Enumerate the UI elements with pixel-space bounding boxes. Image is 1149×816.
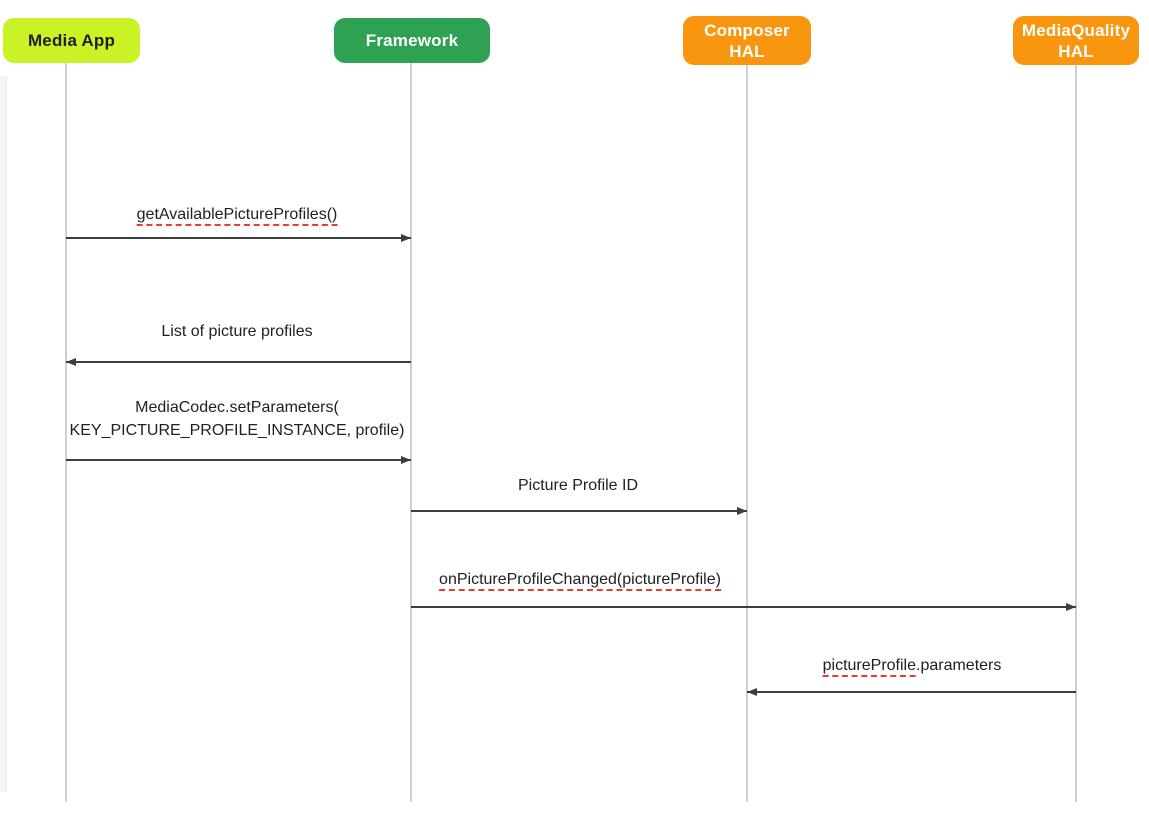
lifeline-composer-hal [746,65,748,802]
message-label-onpictureprofilechanged: onPictureProfileChanged(pictureProfile) [439,568,721,591]
lifeline-framework [410,63,412,802]
actor-framework-label: Framework [365,31,459,50]
lifeline-mediaquality-hal [1075,65,1077,802]
actor-composer-hal-label-line1: Composer [704,20,790,40]
message-label-mediacodec-setparameters: MediaCodec.setParameters( KEY_PICTURE_PR… [70,396,405,442]
message-text-line2: KEY_PICTURE_PROFILE_INSTANCE, profile) [69,422,405,439]
message-arrow-2 [66,361,411,363]
actor-composer-hal-label-line2: HAL [729,41,765,61]
actor-framework: Framework [334,18,490,63]
spellcheck-underlined-text: onPictureProfileChanged(pictureProfile) [439,571,721,591]
message-label-getavailablepictureprofiles: getAvailablePictureProfiles() [136,203,338,226]
message-label-list-of-picture-profiles: List of picture profiles [161,320,312,343]
actor-mediaquality-hal: MediaQuality HAL [1013,16,1139,65]
message-arrow-4 [411,510,747,512]
actor-mediaquality-hal-label-line2: HAL [1058,41,1094,61]
message-text: Picture Profile ID [517,477,639,494]
spellcheck-underlined-text: pictureProfile [822,657,916,677]
spellcheck-underlined-text: getAvailablePictureProfiles() [136,206,338,226]
canvas-edge-strip [0,76,7,792]
message-label-picture-profile-id: Picture Profile ID [518,474,638,497]
lifeline-media-app [65,63,67,802]
message-arrow-5 [411,606,1076,608]
message-label-pictureprofile-parameters: pictureProfile.parameters [822,654,1002,677]
actor-composer-hal: Composer HAL [683,16,811,65]
actor-mediaquality-hal-label-line1: MediaQuality [1021,20,1131,40]
actor-media-app-label: Media App [27,31,116,50]
message-text-line1: MediaCodec.setParameters( [135,399,339,416]
message-arrow-3 [66,459,411,461]
message-text: .parameters [916,657,1002,674]
message-arrow-6 [747,691,1076,693]
message-text: List of picture profiles [161,323,313,340]
actor-media-app: Media App [3,18,140,63]
message-arrow-1 [66,237,411,239]
